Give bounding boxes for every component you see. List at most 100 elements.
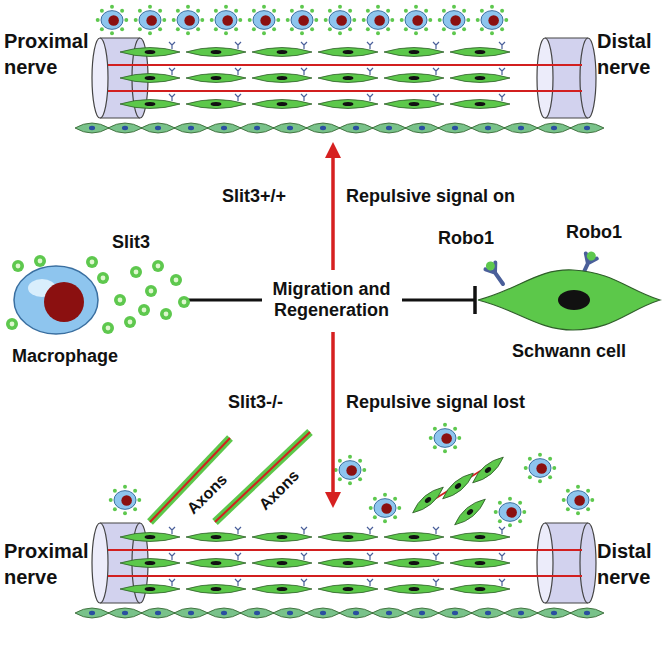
- nerve-label: Distal nerve: [597, 28, 657, 80]
- slit3-dot: [518, 519, 522, 523]
- slit3-dot: [109, 498, 113, 502]
- robo1-receptor: [499, 94, 505, 101]
- inhibition-bar: [473, 286, 477, 314]
- cell-nucleus: [466, 508, 474, 516]
- macrophage-body: [567, 491, 589, 510]
- cell-nucleus: [211, 102, 222, 106]
- cell-nucleus: [221, 611, 227, 616]
- slit3-dot: [358, 477, 362, 481]
- robo1-receptor: [301, 42, 307, 49]
- slit3-dot: [414, 5, 418, 9]
- slit3-dot: [429, 436, 433, 440]
- robo1-receptor: [301, 579, 307, 586]
- schwann-cell-shape: [339, 123, 373, 133]
- macrophage-icon: [400, 5, 433, 35]
- cell-nucleus: [277, 587, 288, 591]
- cell-nucleus: [475, 102, 486, 106]
- robo1-receptor: [367, 579, 373, 586]
- cell-body: [108, 123, 142, 133]
- schwann-cell-shape: [450, 100, 510, 109]
- cell-nucleus: [145, 561, 156, 565]
- robo1-receptor: [169, 553, 175, 560]
- schwann-cell-shape: [120, 559, 180, 568]
- slit3-dot: [383, 493, 387, 497]
- robo1-receptor: [169, 579, 175, 586]
- macrophage-body: [329, 11, 351, 30]
- cell-body: [120, 559, 180, 568]
- schwann-cell-shape: [120, 585, 180, 594]
- axon-line: [108, 549, 582, 551]
- robo1-receptor: [235, 94, 241, 101]
- macrophage-icon: [134, 5, 167, 35]
- cell-nucleus: [518, 611, 524, 616]
- cell-body: [372, 123, 406, 133]
- slit3-dot: [148, 5, 152, 9]
- axon-line: [108, 64, 582, 66]
- cell-nucleus: [409, 76, 420, 80]
- schwann-cell-shape: [207, 608, 241, 618]
- macrophage-nucleus: [336, 15, 347, 26]
- macrophage-nucleus: [574, 495, 585, 506]
- cell-body: [120, 585, 180, 594]
- slit3-dot: [214, 27, 218, 31]
- slit3-dot: [393, 515, 397, 519]
- slit3-dot: [462, 27, 466, 31]
- schwann-cell-shape: [318, 74, 378, 83]
- schwann-cell-node: Schwann cell: [478, 250, 660, 365]
- slit3-dot: [262, 5, 266, 9]
- robo1-receptor: [301, 68, 307, 75]
- slit3-dot: [145, 285, 157, 297]
- cell-nucleus: [122, 611, 128, 616]
- slit3-dot: [224, 5, 228, 9]
- slit3-dot: [490, 5, 494, 9]
- slit3-dot: [286, 18, 290, 22]
- cell-nucleus: [584, 126, 590, 131]
- cell-nucleus: [221, 126, 227, 131]
- cell-nucleus: [485, 126, 491, 131]
- conduit-end: [92, 38, 108, 118]
- schwann-cell-shape: [240, 608, 274, 618]
- conduit-end: [92, 523, 108, 603]
- slit3-dot: [376, 5, 380, 9]
- macrophage-nucleus: [506, 507, 517, 518]
- slit3-dot: [538, 479, 542, 483]
- macrophage-nucleus: [450, 15, 461, 26]
- schwann-cell-shape: [120, 100, 180, 109]
- slit3-dot: [290, 9, 294, 13]
- macrophage-nucleus: [260, 15, 271, 26]
- cell-nucleus: [254, 611, 260, 616]
- slit3-dot-highlight: [182, 300, 187, 305]
- nerve-label: Proximal nerve: [4, 28, 98, 80]
- macrophage-body: [253, 11, 275, 30]
- macrophage-icon: [362, 5, 395, 35]
- slit3-dot: [97, 272, 109, 284]
- robo1-receptor: [367, 68, 373, 75]
- edge-label: Migration and Regeneration: [262, 279, 402, 320]
- slit3-dot: [210, 18, 214, 22]
- cell-nucleus: [551, 611, 557, 616]
- slit3-dot: [348, 27, 352, 31]
- cell-nucleus: [145, 587, 156, 591]
- macrophage-nucleus: [44, 282, 84, 322]
- macrophage-nucleus: [222, 15, 233, 26]
- slit3-dot: [442, 9, 446, 13]
- cell-body: [450, 100, 510, 109]
- schwann-cell-shape: [75, 608, 109, 618]
- slit3-dot: [137, 498, 141, 502]
- conduit-edge: [100, 522, 140, 523]
- slit3-dot-highlight: [142, 308, 147, 313]
- cell-nucleus: [188, 611, 194, 616]
- slit3-dot: [290, 27, 294, 31]
- schwann-cell-shape: [439, 469, 476, 502]
- cell-nucleus: [155, 126, 161, 131]
- cell-body: [372, 608, 406, 618]
- cell-nucleus: [454, 482, 462, 490]
- schwann-cell-shape: [318, 48, 378, 57]
- schwann-cell-shape: [384, 74, 444, 83]
- slit3-dot: [498, 501, 502, 505]
- slit3-dot: [133, 489, 137, 493]
- slit3-dot: [130, 266, 142, 278]
- cell-nucleus: [484, 466, 492, 474]
- slit3-dot: [548, 457, 552, 461]
- slit3-dot: [358, 459, 362, 463]
